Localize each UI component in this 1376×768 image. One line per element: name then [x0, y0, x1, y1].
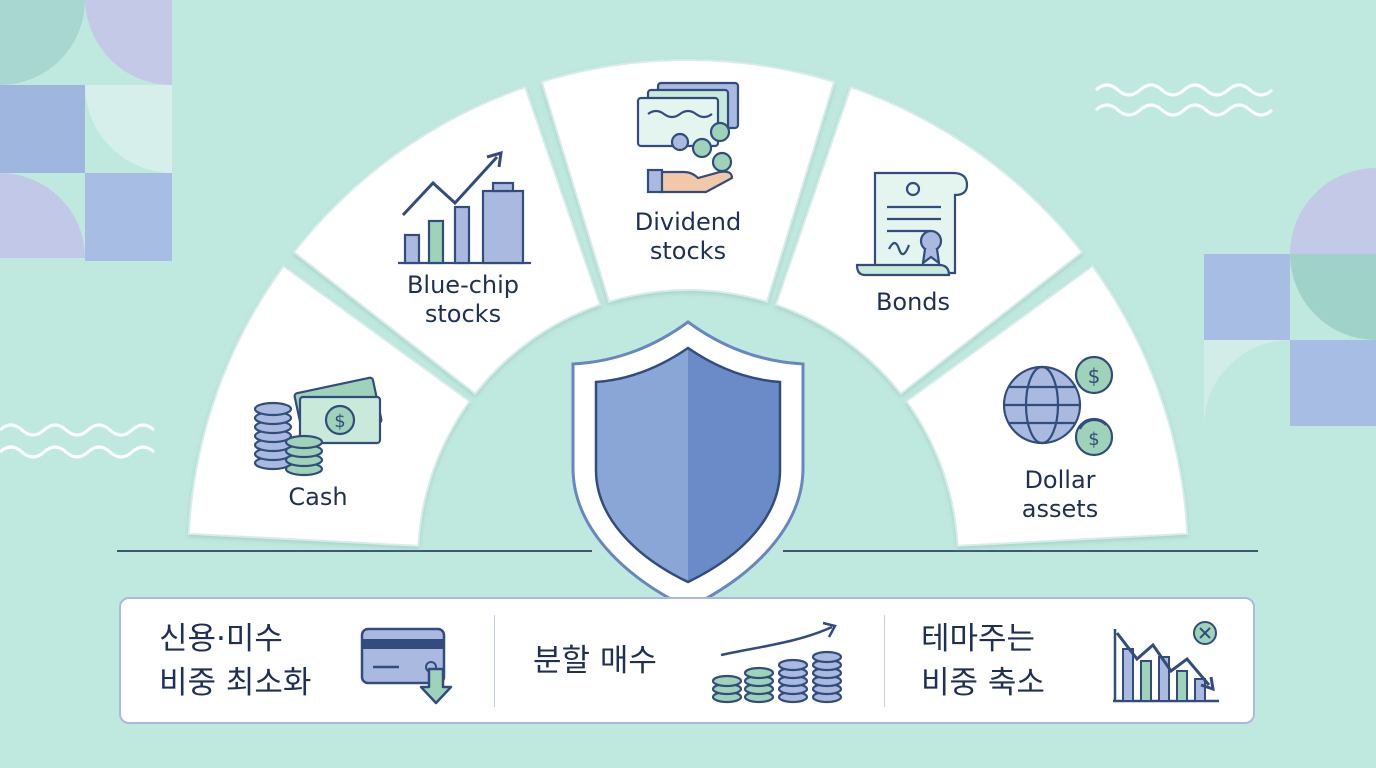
certificates-hand-coins-icon: [636, 81, 740, 194]
svg-text:$: $: [334, 411, 345, 432]
falling-chart-x-icon: [1113, 621, 1219, 703]
fan-label-dividend: Dividend: [635, 208, 741, 236]
fan-label-cash: Cash: [288, 483, 347, 511]
bond-scroll-certificate-icon: [855, 171, 969, 277]
geometric-pattern-left: [0, 0, 172, 261]
fan-label-blue-chip: stocks: [425, 300, 501, 328]
svg-text:$: $: [1088, 429, 1099, 450]
globe-dollar-exchange-icon: $ $: [1002, 355, 1114, 457]
fan-label-blue-chip: Blue-chip: [407, 271, 519, 299]
credit-card-down-arrow-icon: [360, 627, 453, 705]
strategy-panel: 신용·미수 비중 최소화 분할 매수: [119, 597, 1255, 724]
rising-coin-stacks-icon: [711, 621, 843, 704]
strategy-theme-label: 테마주는 비중 축소: [921, 621, 1045, 701]
rising-chart-buildings-icon: [398, 150, 531, 265]
shield-icon: [571, 320, 805, 610]
panel-divider: [494, 615, 495, 707]
fan-segment-blue-chip: [292, 85, 602, 396]
strategy-split-buy-label: 분할 매수: [533, 643, 657, 679]
fan-label-dollar: assets: [1022, 495, 1098, 523]
geometric-pattern-right: [1204, 168, 1376, 426]
panel-divider: [884, 615, 885, 707]
fan-label-dividend: stocks: [650, 237, 726, 265]
wavy-lines-decoration: [0, 83, 1274, 459]
fan-label-bonds: Bonds: [876, 288, 950, 316]
fan-label-dollar: Dollar: [1024, 466, 1095, 494]
strategy-credit-label: 신용·미수 비중 최소화: [159, 621, 312, 701]
cash-coins-banknote-icon: $: [253, 376, 383, 477]
svg-text:$: $: [1088, 364, 1101, 388]
